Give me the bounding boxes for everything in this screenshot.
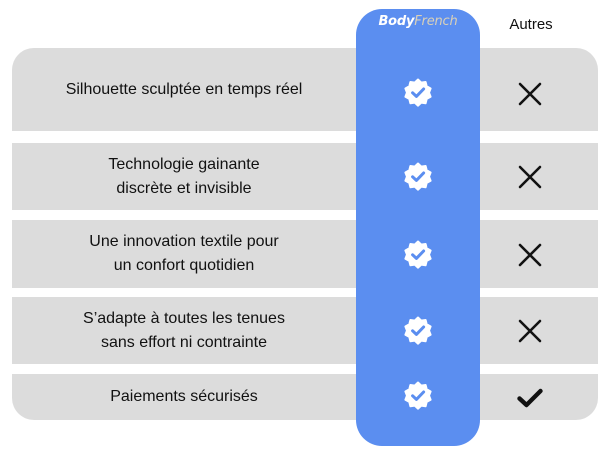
table-row-bg xyxy=(12,220,598,288)
cross-icon xyxy=(518,165,542,189)
table-row-bg xyxy=(12,48,598,131)
verified-badge-icon xyxy=(404,78,432,107)
feature-label: S’adapte à toutes les tenues sans effort… xyxy=(83,309,285,351)
feature-label: Une innovation textile pour un confort q… xyxy=(89,233,279,274)
table-row-bg xyxy=(12,297,598,364)
brand-logo: BodyFrench xyxy=(378,14,458,29)
feature-label: Paiements sécurisés xyxy=(110,388,258,405)
feature-label: Silhouette sculptée en temps réel xyxy=(65,80,303,98)
table-row-bg xyxy=(12,374,598,420)
others-column-title: Autres xyxy=(509,16,553,33)
table-row-bg xyxy=(12,143,598,210)
cross-icon xyxy=(518,82,542,106)
cross-icon xyxy=(518,319,542,343)
feature-label: Technologie gainante discrète et invisib… xyxy=(108,155,260,197)
verified-badge-icon xyxy=(404,162,432,191)
verified-badge-icon xyxy=(404,316,432,345)
checkmark-icon xyxy=(517,388,543,408)
cross-icon xyxy=(518,243,542,267)
verified-badge-icon xyxy=(404,240,432,269)
verified-badge-icon xyxy=(404,381,432,410)
